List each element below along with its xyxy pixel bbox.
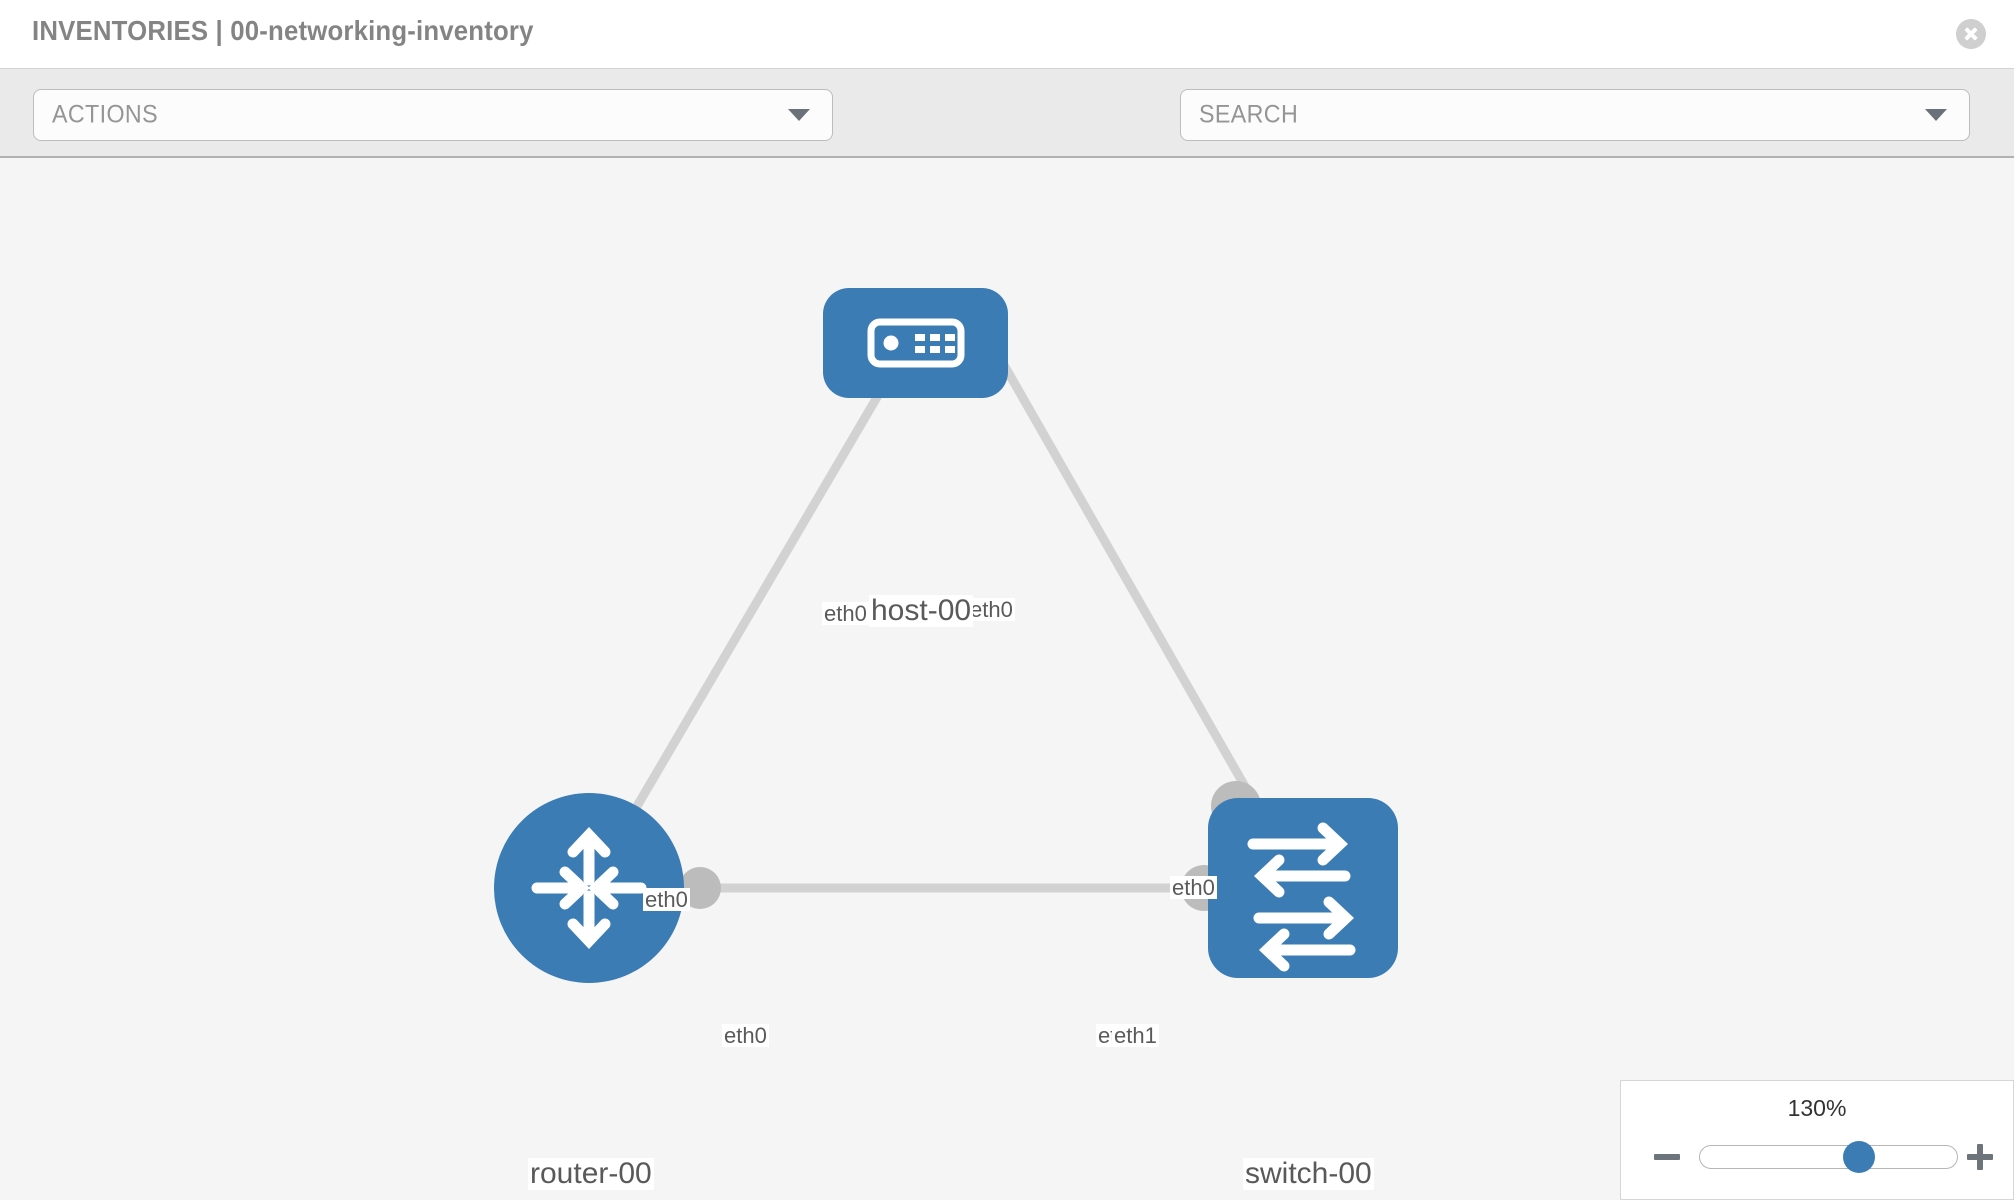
link-router-00-host-00[interactable] [585, 355, 904, 891]
iface-label: eth0 [822, 601, 869, 626]
node-label-router-00: router-00 [528, 1157, 654, 1190]
zoom-control-panel: 130% [1620, 1080, 2014, 1200]
zoom-slider-track[interactable] [1699, 1141, 1958, 1173]
toolbar: ACTIONS SEARCH [0, 68, 2014, 192]
plus-icon-vertical [1977, 1144, 1983, 1170]
switch-arrows-icon [1247, 822, 1356, 972]
minus-icon [1654, 1154, 1680, 1160]
chevron-down-icon [788, 109, 810, 121]
iface-label: eth0 [722, 1023, 769, 1048]
server-icon [867, 318, 965, 368]
zoom-level-value: 130% [1787, 1095, 1847, 1121]
node-label-switch-00: switch-00 [1243, 1157, 1374, 1190]
node-router-00[interactable] [494, 793, 684, 983]
page-title: INVENTORIES | 00-networking-inventory [32, 15, 534, 46]
iface-label: eth0 [643, 887, 690, 912]
zoom-slider-thumb[interactable] [1843, 1141, 1876, 1173]
zoom-in-button[interactable] [1967, 1144, 1993, 1170]
close-icon[interactable] [1956, 19, 1986, 49]
chevron-down-icon [1925, 109, 1947, 121]
node-switch-00[interactable] [1208, 798, 1398, 978]
topology-graph [494, 288, 1398, 983]
page-header: INVENTORIES | 00-networking-inventory [0, 0, 2014, 68]
iface-label: eth0 [968, 597, 1015, 622]
actions-dropdown[interactable]: ACTIONS [33, 89, 833, 141]
search-placeholder: SEARCH [1199, 100, 1299, 129]
search-input[interactable]: SEARCH [1180, 89, 1970, 141]
zoom-out-button[interactable] [1654, 1144, 1680, 1170]
node-label-host-00: host-00 [869, 594, 974, 627]
iface-label: eth0 [1170, 875, 1217, 900]
actions-dropdown-label: ACTIONS [52, 100, 158, 129]
topology-canvas[interactable]: eth0 eth0 eth0 eth0 eth0 eth eth1 host-0… [0, 158, 2014, 1200]
node-host-00[interactable] [823, 288, 1008, 398]
iface-label: eth1 [1112, 1023, 1159, 1048]
zoom-slider-row [1621, 1137, 2014, 1177]
router-arrows-icon [531, 826, 647, 950]
node-host-00-shape [823, 288, 1008, 398]
